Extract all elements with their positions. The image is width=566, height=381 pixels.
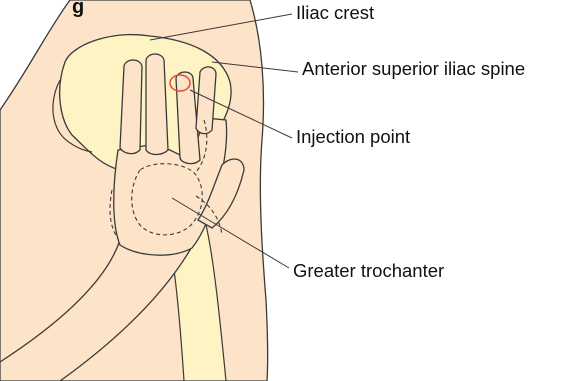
label-injection-point: Injection point bbox=[296, 128, 410, 147]
finger-middle bbox=[146, 54, 168, 155]
label-greater-trochanter: Greater trochanter bbox=[293, 262, 444, 281]
finger-little bbox=[196, 67, 216, 134]
label-iliac-crest: Iliac crest bbox=[296, 4, 374, 23]
title-fragment: g bbox=[72, 0, 84, 17]
finger-index bbox=[120, 60, 142, 154]
label-anterior-superior-iliac-spine: Anterior superior iliac spine bbox=[302, 60, 525, 79]
